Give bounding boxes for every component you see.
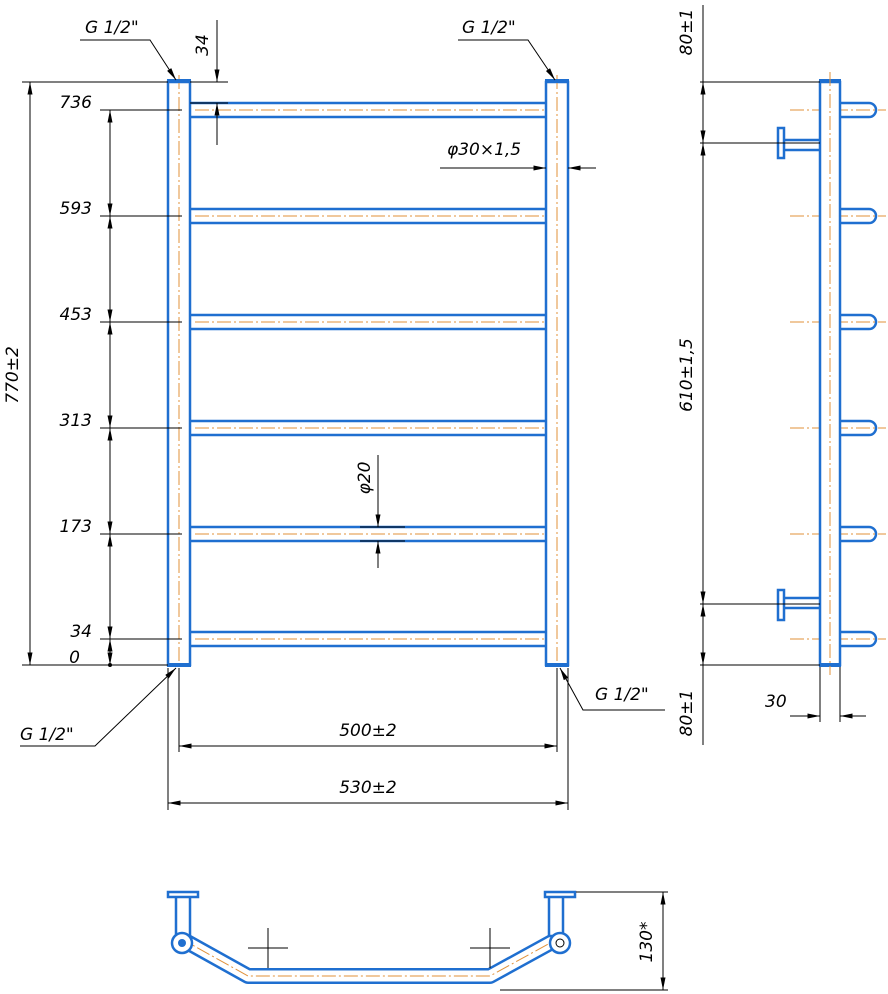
side-top-offset-label: 80±1	[677, 9, 697, 56]
pipe-diameter-label: φ30×1,5	[447, 140, 521, 160]
front-view: 770±2 736 593 453 313 173 34 0 34 G 1/2" G 1/2…	[3, 18, 665, 810]
thread-label-top-right: G 1/2"	[462, 18, 516, 38]
level-label: 0	[69, 648, 80, 668]
wall-bracket-bottom	[776, 588, 820, 622]
side-bottom-offset-label: 80±1	[677, 690, 697, 737]
horizontal-bars	[180, 101, 556, 648]
level-label: 313	[60, 411, 92, 431]
level-label: 453	[60, 305, 92, 325]
total-height-label: 770±2	[3, 346, 23, 404]
center-width-label: 500±2	[339, 721, 397, 741]
top-view: 130*	[166, 890, 668, 991]
level-label: 593	[60, 199, 92, 219]
thread-label-bottom-right: G 1/2"	[595, 685, 649, 705]
bar-diameter-label: φ20	[355, 462, 375, 495]
depth-label: 30	[765, 692, 787, 712]
thread-label-bottom-left: G 1/2"	[20, 725, 74, 745]
thread-label-top-left: G 1/2"	[85, 18, 139, 38]
top-offset-label: 34	[193, 34, 213, 56]
level-label: 34	[70, 622, 92, 642]
side-view: 80±1 610±1,5 80±1 30	[677, 5, 886, 745]
bracket-spacing-label: 610±1,5	[677, 338, 697, 412]
level-label: 736	[60, 93, 93, 113]
projection-label: 130*	[637, 922, 657, 963]
overall-width-label: 530±2	[339, 778, 397, 798]
level-label: 173	[60, 517, 92, 537]
